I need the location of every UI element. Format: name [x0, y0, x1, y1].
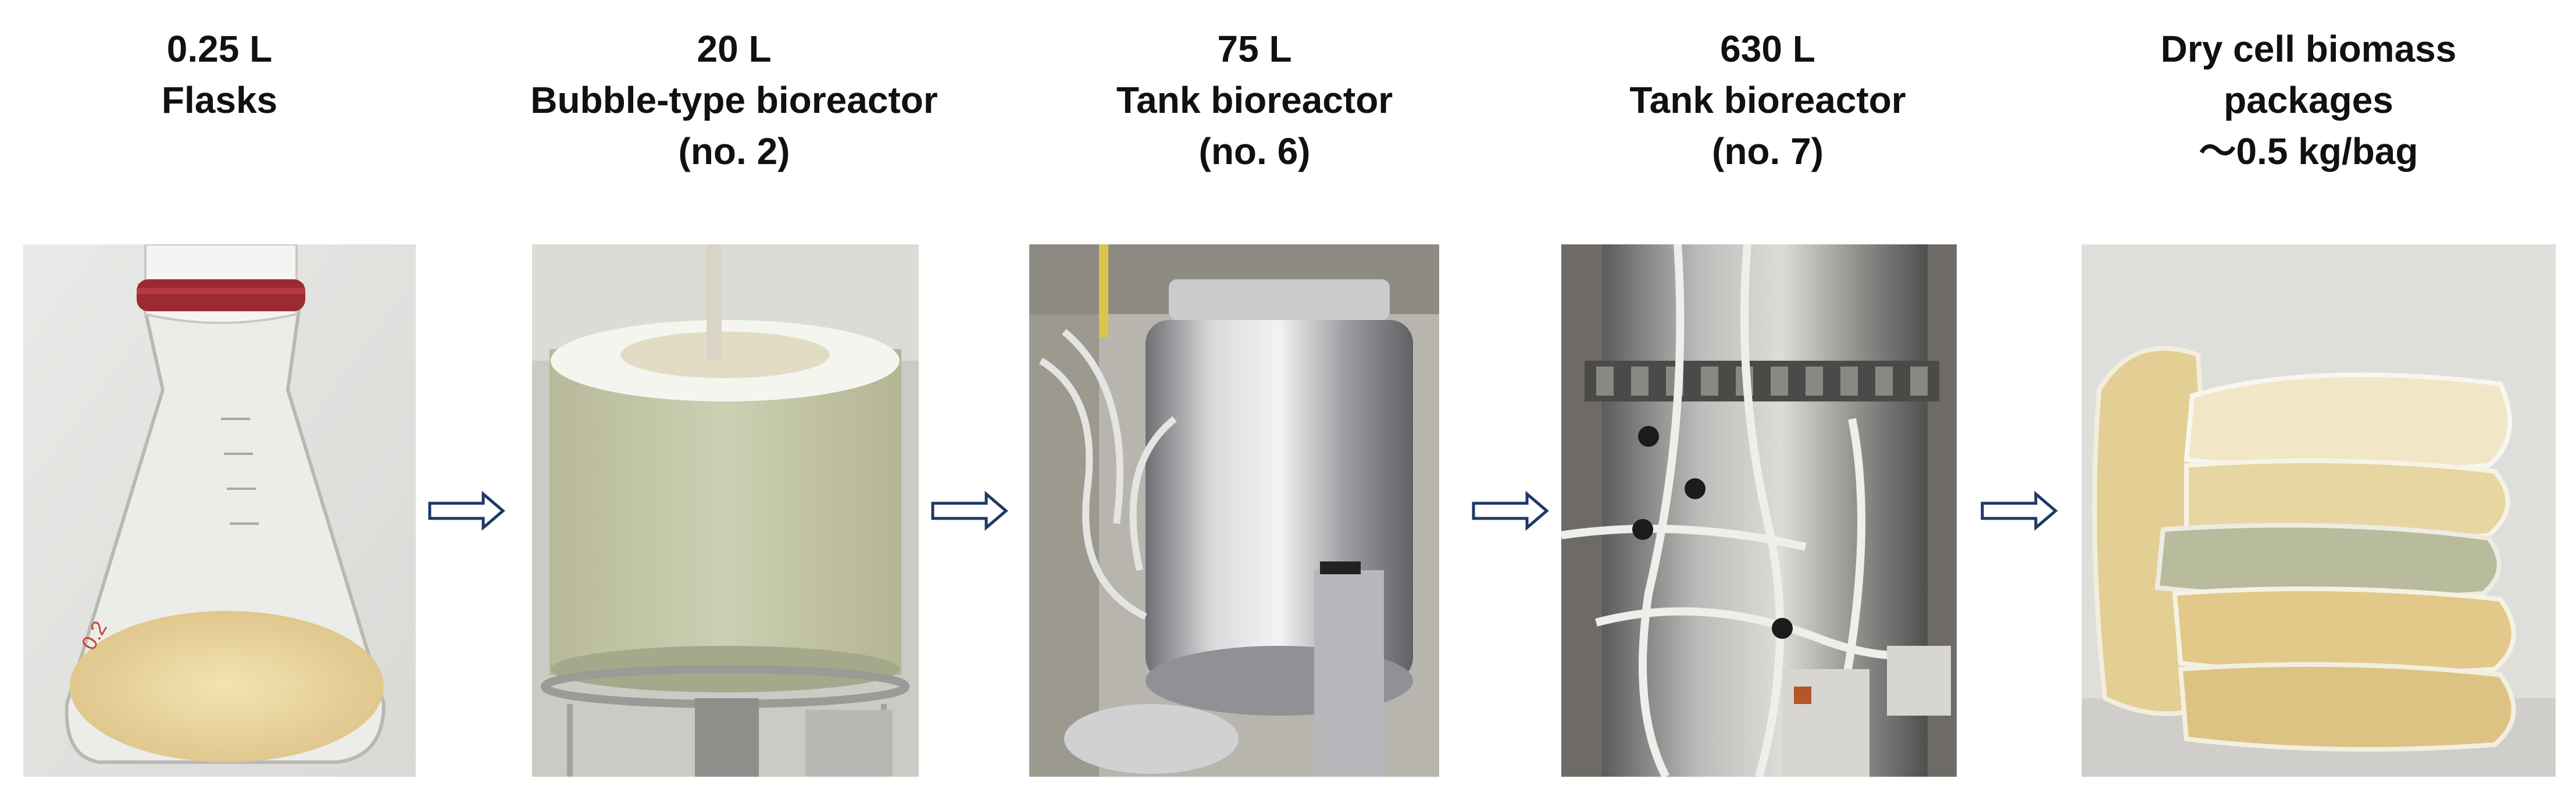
stage-title-flasks: 0.25 L Flasks	[23, 23, 416, 175]
stage-title-tank-75l: 75 L Tank bioreactor (no. 6)	[1029, 23, 1480, 175]
tank-bioreactor-630l-photo	[1561, 244, 1957, 777]
stage-label-2: packages	[2224, 74, 2393, 126]
stage-title-bubble-bioreactor: 20 L Bubble-type bioreactor (no. 2)	[471, 23, 997, 175]
right-arrow-icon	[930, 490, 1009, 531]
tank-bioreactor-75l-photo	[1029, 244, 1439, 777]
right-arrow-icon	[427, 490, 506, 531]
stage-label: Tank bioreactor	[1116, 74, 1393, 126]
stage-number: (no. 6)	[1199, 126, 1311, 177]
stage-volume: 630 L	[1720, 23, 1815, 74]
stage-label: Dry cell biomass	[2161, 23, 2457, 74]
stage-title-biomass-packages: Dry cell biomass packages ～0.5 kg/bag	[2088, 23, 2529, 175]
stage-label: Bubble-type bioreactor	[530, 74, 938, 126]
right-arrow-icon	[1980, 490, 2059, 531]
stage-volume: 20 L	[697, 23, 771, 74]
flask-photo: 0.2	[23, 244, 416, 777]
stage-volume: 0.25 L	[167, 23, 272, 74]
stage-number: (no. 7)	[1712, 126, 1824, 177]
biomass-bags-photo	[2082, 244, 2556, 777]
bubble-bioreactor-photo	[532, 244, 919, 777]
stage-number: (no. 2)	[679, 126, 790, 177]
stage-label: Flasks	[162, 74, 277, 126]
stage-volume: 75 L	[1217, 23, 1291, 74]
stage-title-tank-630l: 630 L Tank bioreactor (no. 7)	[1570, 23, 1965, 175]
stage-label: Tank bioreactor	[1629, 74, 1906, 126]
stage-quantity: ～0.5 kg/bag	[2199, 126, 2418, 177]
right-arrow-icon	[1471, 490, 1550, 531]
